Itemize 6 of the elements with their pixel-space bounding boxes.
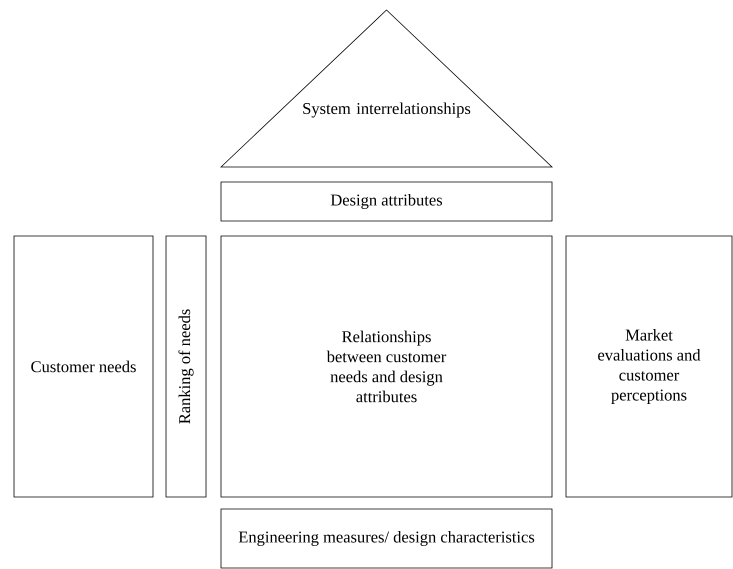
matrix-box: Design attributes [220, 182, 552, 222]
matrix-box: Market evaluations and customer perceptions [566, 236, 732, 498]
matrix-box: Relationships between customer needs and design attributes [220, 236, 552, 498]
matrix-box: Engineering measures/ design characteristics [220, 508, 552, 568]
matrix-box: Ranking of needs [166, 236, 206, 498]
matrix-box: Customer needs [14, 236, 154, 498]
